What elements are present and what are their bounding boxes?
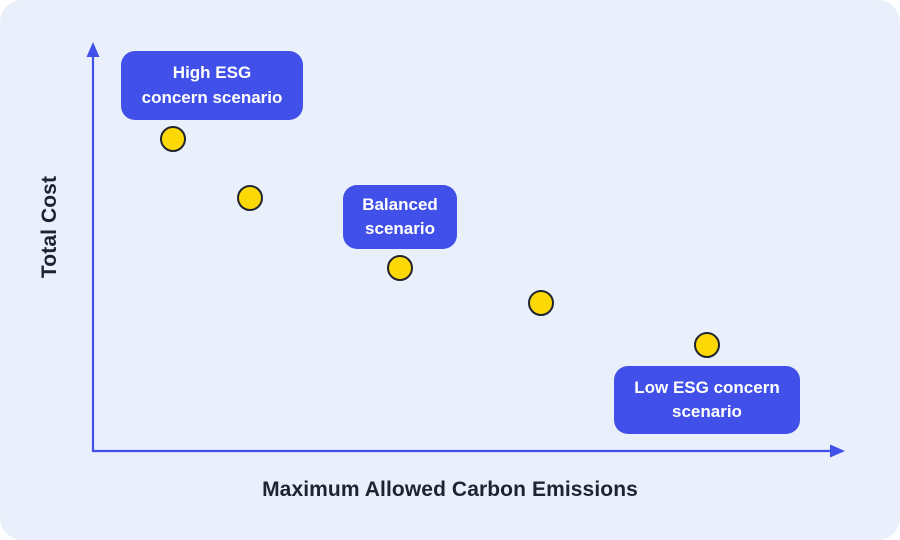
y-axis-label: Total Cost [38,175,61,279]
data-point-4 [528,290,554,316]
callout-high-esg: High ESG concern scenario [121,51,303,120]
callout-low-esg-line2: scenario [672,402,742,421]
data-point-2 [237,185,263,211]
callout-high-esg-line2: concern scenario [141,87,283,107]
x-axis-label: Maximum Allowed Carbon Emissions [262,478,638,501]
data-point-3 [387,255,413,281]
x-axis-arrowhead [830,444,845,458]
data-point-5 [694,332,720,358]
y-axis-arrowhead [86,42,100,57]
callout-balanced: Balanced scenario [343,185,457,249]
callout-balanced-line1: Balanced [362,194,438,214]
callout-balanced-line2: scenario [365,219,435,238]
data-point-1 [160,126,186,152]
callout-high-esg-line1: High ESG [172,63,252,83]
callout-low-esg-line1: Low ESG concern [634,377,780,397]
callout-low-esg: Low ESG concern scenario [614,366,800,434]
